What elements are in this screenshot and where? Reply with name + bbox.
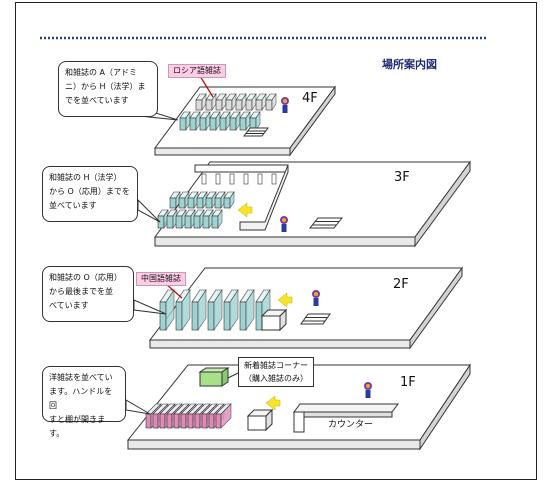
shelf-3f: [211, 209, 223, 229]
room-3f-window: [271, 173, 277, 185]
shelf-3f-back: [187, 191, 199, 209]
floor-2f-stairs: [300, 313, 331, 325]
callout-2f-line3: べています: [49, 301, 89, 310]
shelf-4f-back: [225, 93, 237, 111]
shelf-4f: [249, 111, 261, 131]
tag-2f-leader: [165, 283, 183, 299]
shelf-4f: [189, 111, 201, 131]
shelf-2f: [191, 289, 207, 331]
callout-3f-tail: [137, 198, 161, 223]
callout-4f-line3: でを並べています: [65, 96, 129, 105]
floor-4f-person-icon: [281, 97, 289, 113]
new-journals-box: 新着雑誌コーナー （購入雑誌のみ）: [238, 357, 314, 387]
shelf-4f-back: [195, 93, 207, 111]
floor-3f-stairs: [308, 217, 344, 229]
floor-3f-room: [194, 164, 289, 231]
floor-4f-shelves: [179, 93, 277, 131]
shelf-3f-back: [205, 191, 217, 209]
shelf-4f: [229, 111, 241, 131]
callout-3f-line1: 和雑誌の H（法学）: [49, 173, 122, 182]
callout-3f: 和雑誌の H（法学） から O（応用）までを 並べています: [42, 166, 138, 222]
floor-2f-box: [260, 308, 288, 332]
callout-1f: 洋雑誌を並べてい ます。ハンドルを回 すと棚が開きます。: [42, 366, 126, 438]
callout-1f-line3: すと棚が開きます。: [49, 415, 105, 438]
shelf-3f-back: [196, 191, 208, 209]
floor-3f-label: 3F: [394, 170, 410, 185]
floor-1f-box: [246, 408, 274, 432]
shelf-3f-back: [169, 191, 181, 209]
room-3f-window: [215, 173, 221, 185]
floor-3f-shelves: [157, 191, 235, 229]
shelf-2f: [207, 289, 223, 331]
room-3f-window: [229, 173, 235, 185]
floor-3f-arrow: [237, 202, 253, 218]
shelf-2f: [239, 289, 255, 331]
tag-4f-leader: [199, 75, 214, 98]
shelf-4f-back: [255, 93, 267, 111]
shelf-2f: [159, 289, 175, 331]
room-3f-window: [201, 173, 207, 185]
floor-1f-arrow: [265, 395, 281, 411]
floor-2f-shelves: [159, 289, 271, 331]
callout-4f: 和雑誌の A（アドミ ニ）から H（法学）ま でを並べています: [58, 61, 158, 117]
callout-2f-tail: [133, 299, 167, 315]
callout-3f-line3: 並べています: [49, 201, 97, 210]
floor-4f-label: 4F: [302, 91, 318, 106]
tag-chinese-journals: 中国語雑誌: [136, 272, 186, 286]
floor-1f-shelves: [145, 403, 232, 429]
counter-label: カウンター: [328, 420, 374, 430]
callout-4f-line2: ニ）から H（法学）ま: [65, 82, 146, 91]
shelf-2f: [175, 289, 191, 331]
shelf-2f: [223, 289, 239, 331]
callout-1f-line1: 洋雑誌を並べてい: [49, 373, 113, 382]
floor-4f-stairs: [243, 127, 269, 137]
callout-2f-line1: 和雑誌の O（応用）: [49, 273, 122, 282]
floor-3f-person-icon: [280, 216, 288, 232]
callout-3f-line2: から O（応用）までを: [49, 187, 130, 196]
floor-2f-arrow: [277, 292, 293, 308]
callout-4f-line1: 和雑誌の A（アドミ: [65, 68, 138, 77]
floor-1f-new-books-block: [198, 367, 230, 387]
map-title: 場所案内図: [382, 58, 437, 71]
callout-1f-tail: [125, 399, 151, 415]
new-journals-line1: 新着雑誌コーナー: [244, 361, 308, 370]
shelf-1f: [215, 403, 232, 429]
callout-2f: 和雑誌の O（応用） から最後までを並 べています: [42, 266, 134, 322]
shelf-4f: [179, 111, 191, 131]
tag-russian-journals: ロシア語雑誌: [168, 64, 226, 78]
floor-1f-counter: [293, 403, 399, 433]
floor-1f-person-icon: [364, 382, 372, 398]
shelf-4f-back: [235, 93, 247, 111]
floor-2f-label: 2F: [393, 277, 409, 292]
room-3f-window: [243, 173, 249, 185]
shelf-3f-back: [223, 191, 235, 209]
callout-1f-line2: ます。ハンドルを回: [49, 387, 113, 410]
floor-1f-label: 1F: [400, 375, 416, 390]
new-box-leader: [227, 372, 239, 379]
room-3f-window: [257, 173, 263, 185]
shelf-4f-back: [265, 93, 277, 111]
callout-2f-line2: から最後までを並: [49, 287, 113, 296]
floor-2f-person-icon: [312, 290, 320, 306]
new-journals-line2: （購入雑誌のみ）: [244, 374, 308, 383]
